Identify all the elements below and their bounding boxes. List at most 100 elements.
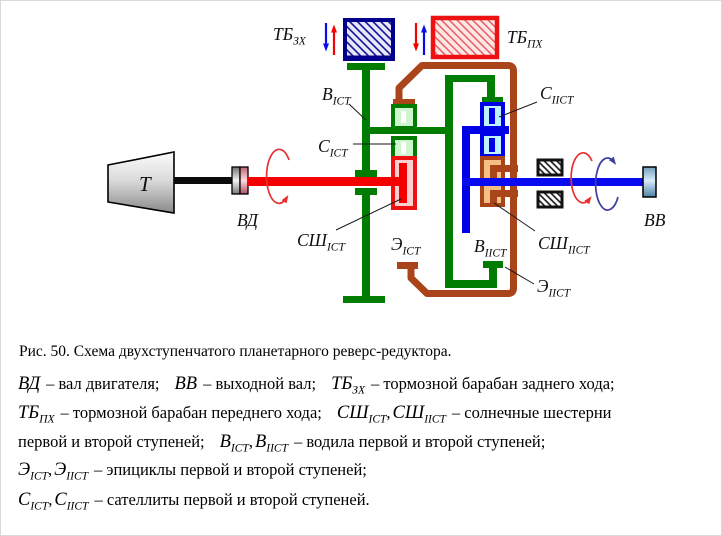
legend-sym-main: ТБ — [331, 374, 353, 394]
label-satellite-1-main: С — [318, 136, 330, 156]
legend-text: – солнечные шестерни — [451, 403, 612, 422]
label-turbine: Т — [139, 172, 152, 196]
motor-shaft — [174, 177, 234, 184]
label-epicycle-1-main: Э — [391, 234, 403, 254]
label-sun-2: СШIIСТ — [538, 233, 591, 257]
legend-text: – сателлиты первой и второй ступеней. — [94, 490, 370, 509]
label-carrier-1: ВIСТ — [322, 84, 352, 108]
legend-sym-c2: СIIСТ — [54, 490, 89, 513]
legend-sym-b1: ВIСТ — [219, 432, 249, 455]
label-epicycle-2-sub: IIСТ — [547, 288, 571, 300]
label-carrier-1-main: В — [322, 84, 333, 104]
bearing-lower — [536, 190, 564, 209]
output-shaft — [462, 178, 643, 186]
label-tb-zx-sub: ЗХ — [293, 36, 307, 48]
legend-sym-main: ТБ — [18, 403, 40, 423]
label-tb-px-sub: ПХ — [526, 39, 543, 51]
label-satellite-1-sub: IСТ — [329, 148, 350, 160]
legend-text: – тормозной барабан заднего хода; — [370, 374, 615, 393]
legend-text: – тормозной барабан переднего хода; — [60, 403, 322, 422]
legend-line-5: СIСТ,СIIСТ– сателлиты первой и второй ст… — [18, 490, 370, 513]
label-sun-2-sub: IIСТ — [567, 245, 591, 257]
legend-text: первой и второй ступеней; — [18, 432, 205, 451]
label-tb-zx-main: ТБ — [273, 24, 293, 44]
legend-sym-e2: ЭIIСТ — [54, 460, 89, 483]
bearing-upper — [536, 158, 564, 177]
legend-comma: , — [386, 403, 391, 422]
legend-sym-main: СШ — [336, 403, 369, 423]
label-satellite-2: СIIСТ — [540, 83, 575, 107]
legend-sym-sub: IIСТ — [266, 442, 288, 455]
label-epicycle-2-main: Э — [537, 276, 549, 296]
epicycle-2-top-bar — [445, 75, 495, 82]
legend-sym-sub: ЗХ — [352, 384, 365, 397]
legend-sym-vd: ВД — [18, 374, 41, 394]
label-epicycle-1: ЭIСТ — [391, 234, 422, 258]
legend-line-2: ТБПХ – тормозной барабан переднего хода; С… — [18, 403, 612, 426]
drum-actuation-arrows — [323, 23, 427, 55]
legend-sym-vv: ВВ — [174, 374, 198, 394]
legend-sym-sub: IIСТ — [66, 500, 89, 513]
label-satellite-1: СIСТ — [318, 136, 349, 160]
legend-sym-main: С — [18, 490, 31, 510]
label-carrier-1-sub: IСТ — [332, 96, 353, 108]
legend-sym-b2: ВIIСТ — [254, 432, 288, 455]
legend-comma: , — [48, 460, 53, 479]
legend-sym-sub: IСТ — [368, 413, 387, 426]
label-satellite-2-main: С — [540, 83, 552, 103]
legend-sym-sub: IIСТ — [424, 413, 446, 426]
turbine-body — [107, 151, 175, 214]
reverse-shaft-vertical-lower — [362, 195, 370, 297]
legend-sym-main: В — [254, 432, 267, 452]
legend-sym-c1: СIСТ — [18, 490, 49, 513]
legend-sym-tb-zx: ТБЗХ — [331, 374, 365, 397]
label-sun-2-main: СШ — [538, 233, 570, 253]
epicycle-2-bottom-bar — [445, 280, 497, 288]
legend-sym-main: Э — [54, 460, 67, 480]
label-tb-zx: ТБЗХ — [273, 24, 307, 48]
legend-sym-sub: ПХ — [39, 413, 55, 426]
epicycle-2-left-arm — [445, 82, 453, 288]
bearing-blocks — [536, 158, 564, 209]
figure-caption: Рис. 50. Схема двухступенчатого планетар… — [19, 343, 452, 360]
legend-line-4: ЭIСТ,ЭIIСТ– эпициклы первой и второй сту… — [18, 460, 367, 483]
label-vv: ВВ — [644, 210, 666, 230]
label-tb-px-main: ТБ — [507, 27, 527, 47]
legend-sym-main: С — [54, 490, 67, 510]
epicycle-2-upper-cap — [482, 97, 503, 104]
legend-sym-sub: IIСТ — [66, 470, 89, 483]
legend-text: – вал двигателя; — [46, 374, 160, 393]
legend-comma: , — [48, 490, 53, 509]
legend-line-1: ВД – вал двигателя; ВВ – выходной вал; ТБЗХ–… — [18, 374, 615, 397]
legend-sym-tb-px: ТБПХ — [18, 403, 55, 426]
carrier-2-bar — [462, 126, 509, 134]
legend-text: – эпициклы первой и второй ступеней; — [94, 460, 367, 479]
gearbox-diagram: Т ВД ВВ ТБЗХ ТБПХ ВIСТ СIСТ СШIСТ ЭIСТ В… — [107, 15, 666, 303]
legend-sym-sub: IСТ — [30, 500, 49, 513]
pointer-lines — [335, 101, 538, 285]
brake-drum-reverse — [343, 18, 395, 61]
label-tb-px: ТБПХ — [507, 27, 543, 51]
legend-sym-sh2: СШIIСТ — [392, 403, 446, 426]
legend-text: – водила первой и второй ступеней; — [294, 432, 546, 451]
legend-sym-sub: IСТ — [230, 442, 249, 455]
output-rotation-arc-blue — [594, 156, 619, 211]
legend-text: – выходной вал; — [203, 374, 317, 393]
output-rotation-arc-red — [570, 151, 593, 205]
legend-sym-main: СШ — [392, 403, 425, 423]
legend-sym-main: В — [219, 432, 231, 452]
brake-drum-forward — [430, 15, 500, 60]
legend-sym-main: Э — [18, 460, 31, 480]
label-epicycle-1-sub: IСТ — [401, 246, 422, 258]
label-satellite-2-sub: IIСТ — [551, 95, 575, 107]
output-flange — [642, 166, 657, 198]
label-carrier-2: ВIIСТ — [474, 236, 508, 260]
epicycle-2-lower-cap — [483, 261, 503, 268]
rotation-arcs — [265, 148, 619, 211]
legend-sym-sh1: СШIСТ — [336, 403, 387, 426]
label-sun-1-sub: IСТ — [326, 242, 347, 254]
legend-line-3: первой и второй ступеней;ВIСТ,ВIIСТ– вод… — [18, 432, 545, 455]
legend-sym-sub: IСТ — [30, 470, 49, 483]
label-carrier-2-sub: IIСТ — [484, 248, 508, 260]
